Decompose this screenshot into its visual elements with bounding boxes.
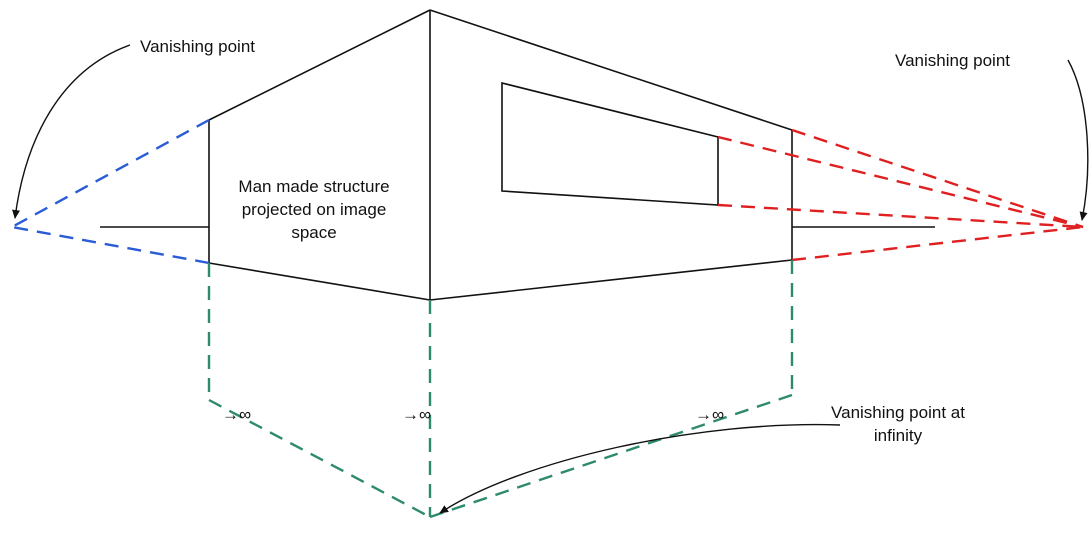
roof-vanishing-line [791,128,1084,229]
infinity-mark-left: →∞ [222,405,251,424]
vertical-vanishing-lines [207,260,794,519]
window [501,81,719,206]
right-base-edge [429,259,793,301]
left-converging-line [208,398,431,519]
structure-caption-line3: space [291,223,336,242]
window-top-vanishing-line [717,135,1084,229]
left-lower-vanishing-line [11,225,210,265]
left-roof-edge [208,9,431,121]
left-base-edge [208,262,431,301]
infinity-mark-center: →∞ [402,405,431,424]
vp-right-label: Vanishing point [895,51,1010,70]
base-vanishing-line [791,225,1084,262]
left-vanishing-point-arrow [12,44,131,219]
vp-infinity-line2: infinity [874,426,923,445]
vp-infinity-line1: Vanishing point at [831,403,965,422]
right-vanishing-lines [717,128,1084,262]
left-upper-vanishing-line [11,118,210,229]
right-vanishing-point-arrow [1067,59,1089,221]
infinity-mark-right: →∞ [695,405,724,424]
structure-caption-line1: Man made structure [238,177,389,196]
right-roof-edge [429,9,793,131]
building-outline [100,9,935,301]
left-vanishing-lines [11,118,210,265]
window-bottom-vanishing-line [717,203,1084,229]
structure-caption-line2: projected on image [242,200,387,219]
right-converging-line [429,393,793,519]
vp-left-label: Vanishing point [140,37,255,56]
infinity-point-arrow [439,423,841,514]
